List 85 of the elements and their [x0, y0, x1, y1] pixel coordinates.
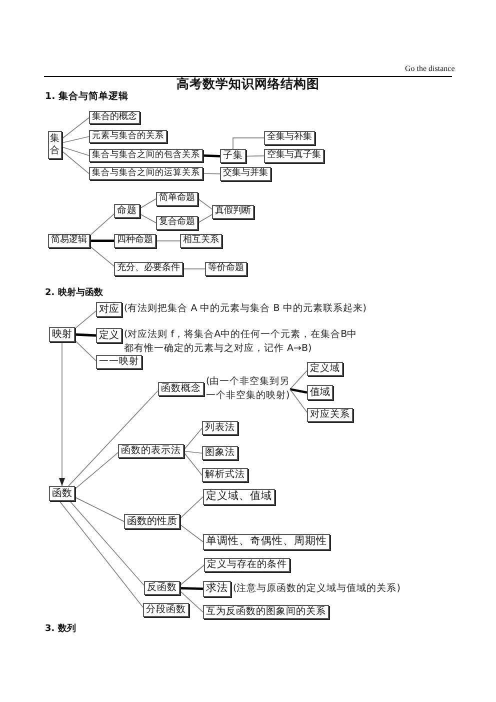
- connector-line: [61, 136, 90, 144]
- connector-line: [180, 586, 204, 590]
- concept-box: 集合: [48, 131, 62, 159]
- concept-box: 简易逻辑: [48, 234, 90, 248]
- connector-line: [156, 240, 180, 242]
- connector-line: [140, 214, 156, 224]
- concept-box: 分段函数: [143, 603, 189, 618]
- concept-box: 映射: [49, 327, 75, 342]
- concept-box: 图象法: [202, 446, 238, 460]
- connector-line: [232, 138, 264, 150]
- connector-line: [90, 240, 114, 242]
- connector-line: [290, 370, 308, 390]
- connector-line: [74, 496, 124, 522]
- concept-box: 值域: [307, 385, 333, 400]
- note-text: (对应法则 f，将集合A中的任何一个元素，在集合B中都有惟一确定的元素与之对应，记作 A→B): [124, 328, 358, 356]
- connector-line: [198, 198, 212, 210]
- concept-box: 互为反函数的图象间的关系: [203, 605, 329, 620]
- concept-box: 集合与集合之间的运算关系: [89, 167, 203, 180]
- concept-box: 反函数: [144, 581, 180, 596]
- connector-line: [90, 214, 114, 236]
- connector-line: [59, 500, 144, 608]
- connector-line: [198, 214, 212, 224]
- connector-line: [180, 590, 204, 613]
- concept-box: 简单命题: [156, 192, 198, 206]
- concept-box: 四种命题: [114, 234, 156, 248]
- connector-line: [61, 146, 90, 156]
- concept-box: 一一映射: [96, 355, 142, 370]
- connector-line: [69, 500, 144, 586]
- concept-box: 集合与集合之间的包含关系: [89, 149, 203, 162]
- concept-box: 充分、必要条件: [114, 262, 183, 276]
- concept-box: 函数的表示法: [118, 444, 184, 458]
- header-text: Go the distance: [405, 65, 455, 74]
- concept-box: 空集与真子集: [264, 149, 324, 163]
- note-text: (注意与原函数的定义域与值域的关系): [233, 582, 400, 596]
- concept-box: 命题: [114, 204, 140, 218]
- concept-box: 定义域: [307, 362, 343, 376]
- concept-box: 元素与集合的关系: [89, 130, 167, 144]
- section-heading: 1. 集合与简单逻辑: [45, 92, 129, 102]
- concept-box: 对应: [96, 302, 122, 317]
- connector-line: [290, 388, 308, 413]
- concept-box: 定义: [96, 328, 122, 343]
- connector-line: [184, 450, 202, 454]
- connector-line: [180, 564, 204, 586]
- connector-line: [74, 310, 96, 329]
- connector-line: [74, 333, 96, 337]
- connector-line: [140, 198, 156, 209]
- connector-line: [61, 150, 90, 174]
- connector-line: [74, 452, 118, 490]
- concept-box: 集合的概念: [89, 111, 140, 124]
- arrow: [59, 342, 65, 486]
- concept-box: 子集: [220, 149, 246, 164]
- connector-line: [182, 268, 206, 270]
- concept-box: 列表法: [202, 421, 238, 436]
- connector-line: [74, 340, 96, 362]
- concept-box: 单调性、奇偶性、周期性: [203, 534, 330, 550]
- connector-line: [290, 388, 308, 394]
- connector-line: [180, 496, 204, 519]
- connector-line: [184, 428, 202, 450]
- concept-box: 交集与并集: [220, 167, 271, 181]
- concept-box: 对应关系: [307, 408, 353, 422]
- page-title: 高考数学知识网络结构图: [176, 77, 320, 91]
- section-heading: 3. 数列: [45, 625, 76, 635]
- connector-line: [61, 117, 90, 140]
- concept-box: 解析式法: [202, 468, 248, 482]
- concept-box: 真假判断: [212, 205, 254, 219]
- concept-box: 函数的性质: [124, 514, 180, 529]
- concept-box: 函数概念: [158, 382, 204, 396]
- concept-box: 定义域、值域: [203, 489, 275, 505]
- connector-line: [202, 154, 220, 158]
- connector-line: [68, 390, 158, 486]
- section-heading: 2. 映射与函数: [45, 289, 103, 299]
- note-text: (由一个非空集到另一个非空集的映射): [206, 375, 290, 404]
- concept-box: 全集与补集: [264, 131, 315, 145]
- connector-line: [180, 524, 204, 542]
- connector-line: [202, 173, 220, 174]
- concept-box: 相互关系: [180, 234, 222, 248]
- connector-line: [90, 246, 114, 266]
- note-text: (有法则把集合 A 中的元素与集合 B 中的元素联系起来): [124, 302, 367, 316]
- connector-line: [184, 452, 202, 476]
- connector-line: [246, 156, 264, 157]
- concept-box: 函数: [49, 486, 75, 501]
- concept-box: 定义与存在的条件: [204, 558, 290, 572]
- concept-box: 等价命题: [205, 262, 247, 276]
- concept-box: 求法: [203, 581, 231, 597]
- concept-box: 复合命题: [156, 216, 198, 230]
